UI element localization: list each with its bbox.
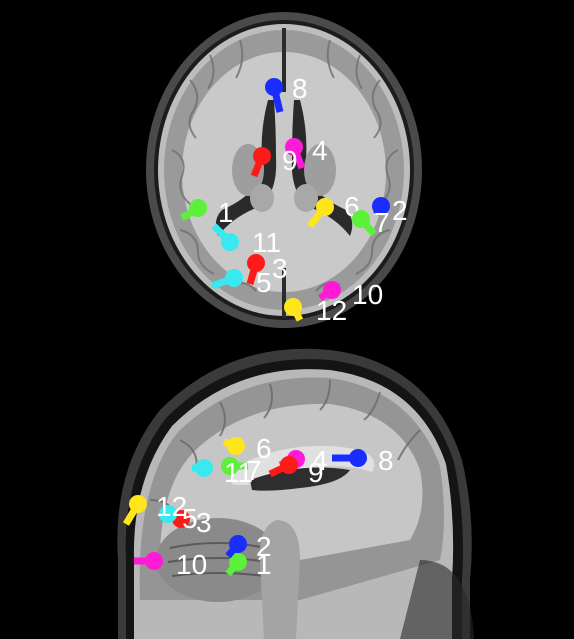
marker-head — [323, 281, 341, 299]
sagittal-view-marker-11: 11 — [192, 457, 253, 488]
marker-label: 3 — [196, 507, 212, 538]
sagittal-view-marker-5: 5 — [159, 503, 198, 534]
marker-head — [253, 147, 271, 165]
marker-head — [189, 199, 207, 217]
axial-view-marker-8: 8 — [265, 73, 308, 113]
marker-head — [280, 456, 298, 474]
marker-head — [225, 269, 243, 287]
marker-label: 6 — [256, 433, 272, 464]
marker-head — [129, 495, 147, 513]
axial-view-marker-5: 5 — [210, 267, 272, 298]
sagittal-view-marker-12: 12 — [122, 491, 187, 526]
marker-label: 4 — [312, 135, 328, 166]
marker-label: 8 — [292, 73, 308, 104]
marker-label: 10 — [176, 549, 207, 580]
axial-view-marker-11: 11 — [211, 223, 281, 258]
marker-label: 8 — [378, 445, 394, 476]
marker-head — [195, 459, 213, 477]
marker-head — [221, 233, 239, 251]
marker-label: 11 — [224, 457, 253, 488]
marker-head — [159, 505, 177, 523]
axial-view-marker-4: 4 — [285, 135, 328, 170]
marker-head — [247, 254, 265, 272]
sagittal-view-marker-7: 7 — [221, 455, 262, 486]
marker-label: 3 — [272, 253, 288, 284]
marker-label: 1 — [218, 197, 234, 228]
sagittal-view-marker-10: 10 — [134, 549, 207, 580]
marker-head — [372, 197, 390, 215]
marker-label: 2 — [392, 195, 408, 226]
axial-view-marker-2: 2 — [372, 195, 408, 226]
marker-head — [229, 553, 247, 571]
marker-label: 5 — [256, 267, 272, 298]
axial-view-marker-10: 10 — [318, 279, 383, 310]
marker-label: 1 — [256, 549, 272, 580]
marker-label: 7 — [246, 455, 262, 486]
marker-label: 11 — [252, 227, 281, 258]
axial-view-marker-1: 1 — [180, 197, 234, 228]
marker-label: 5 — [182, 503, 198, 534]
marker-head — [229, 535, 247, 553]
marker-head — [352, 210, 370, 228]
sagittal-view-marker-8: 8 — [332, 445, 394, 476]
sagittal-view-marker-9: 9 — [268, 456, 324, 488]
sagittal-view-marker-1: 1 — [225, 549, 272, 580]
marker-label: 10 — [352, 279, 383, 310]
marker-label: 7 — [374, 207, 390, 238]
marker-head — [145, 552, 163, 570]
axial-view-marker-7: 7 — [352, 207, 390, 238]
marker-label: 12 — [316, 295, 347, 326]
marker-head — [285, 138, 303, 156]
sagittal-view-marker-2: 2 — [225, 531, 272, 562]
marker-head — [284, 298, 302, 316]
sagittal-view-marker-6: 6 — [222, 433, 272, 464]
marker-label: 9 — [282, 145, 298, 176]
marker-head — [349, 449, 367, 467]
marker-head — [265, 78, 283, 96]
marker-head — [221, 457, 239, 475]
marker-head — [227, 437, 245, 455]
axial-view-marker-12: 12 — [284, 295, 347, 326]
axial-view-marker-3: 3 — [246, 253, 288, 285]
sagittal-slice — [117, 348, 474, 639]
marker-label: 12 — [156, 491, 187, 522]
axial-view-marker-9: 9 — [250, 145, 298, 178]
marker-label: 4 — [312, 445, 328, 476]
marker-label: 2 — [256, 531, 272, 562]
marker-head — [316, 198, 334, 216]
marker-label: 9 — [308, 457, 324, 488]
